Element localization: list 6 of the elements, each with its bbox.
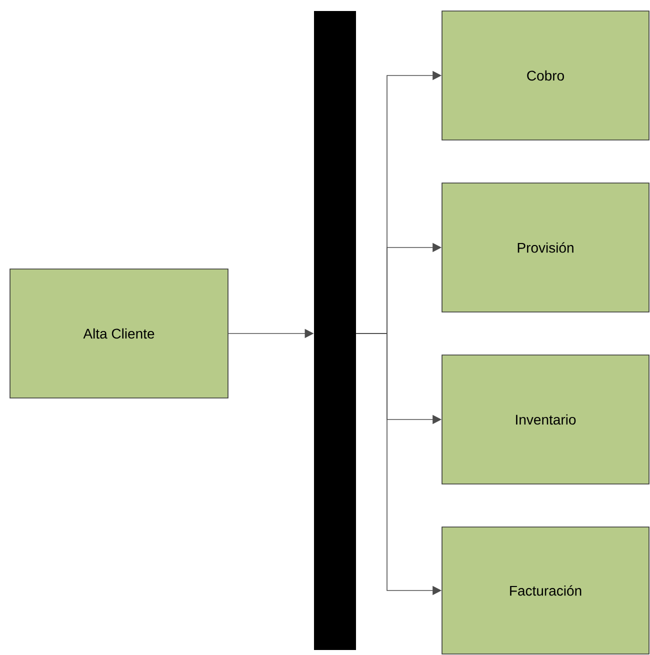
process-box: Facturación [442, 526, 650, 654]
process-box: Cobro [442, 10, 650, 140]
process-box: Alta Cliente [10, 268, 228, 398]
process-box: Provisión [442, 182, 650, 312]
fork-bar [314, 11, 356, 650]
process-box: Inventario [442, 354, 650, 484]
